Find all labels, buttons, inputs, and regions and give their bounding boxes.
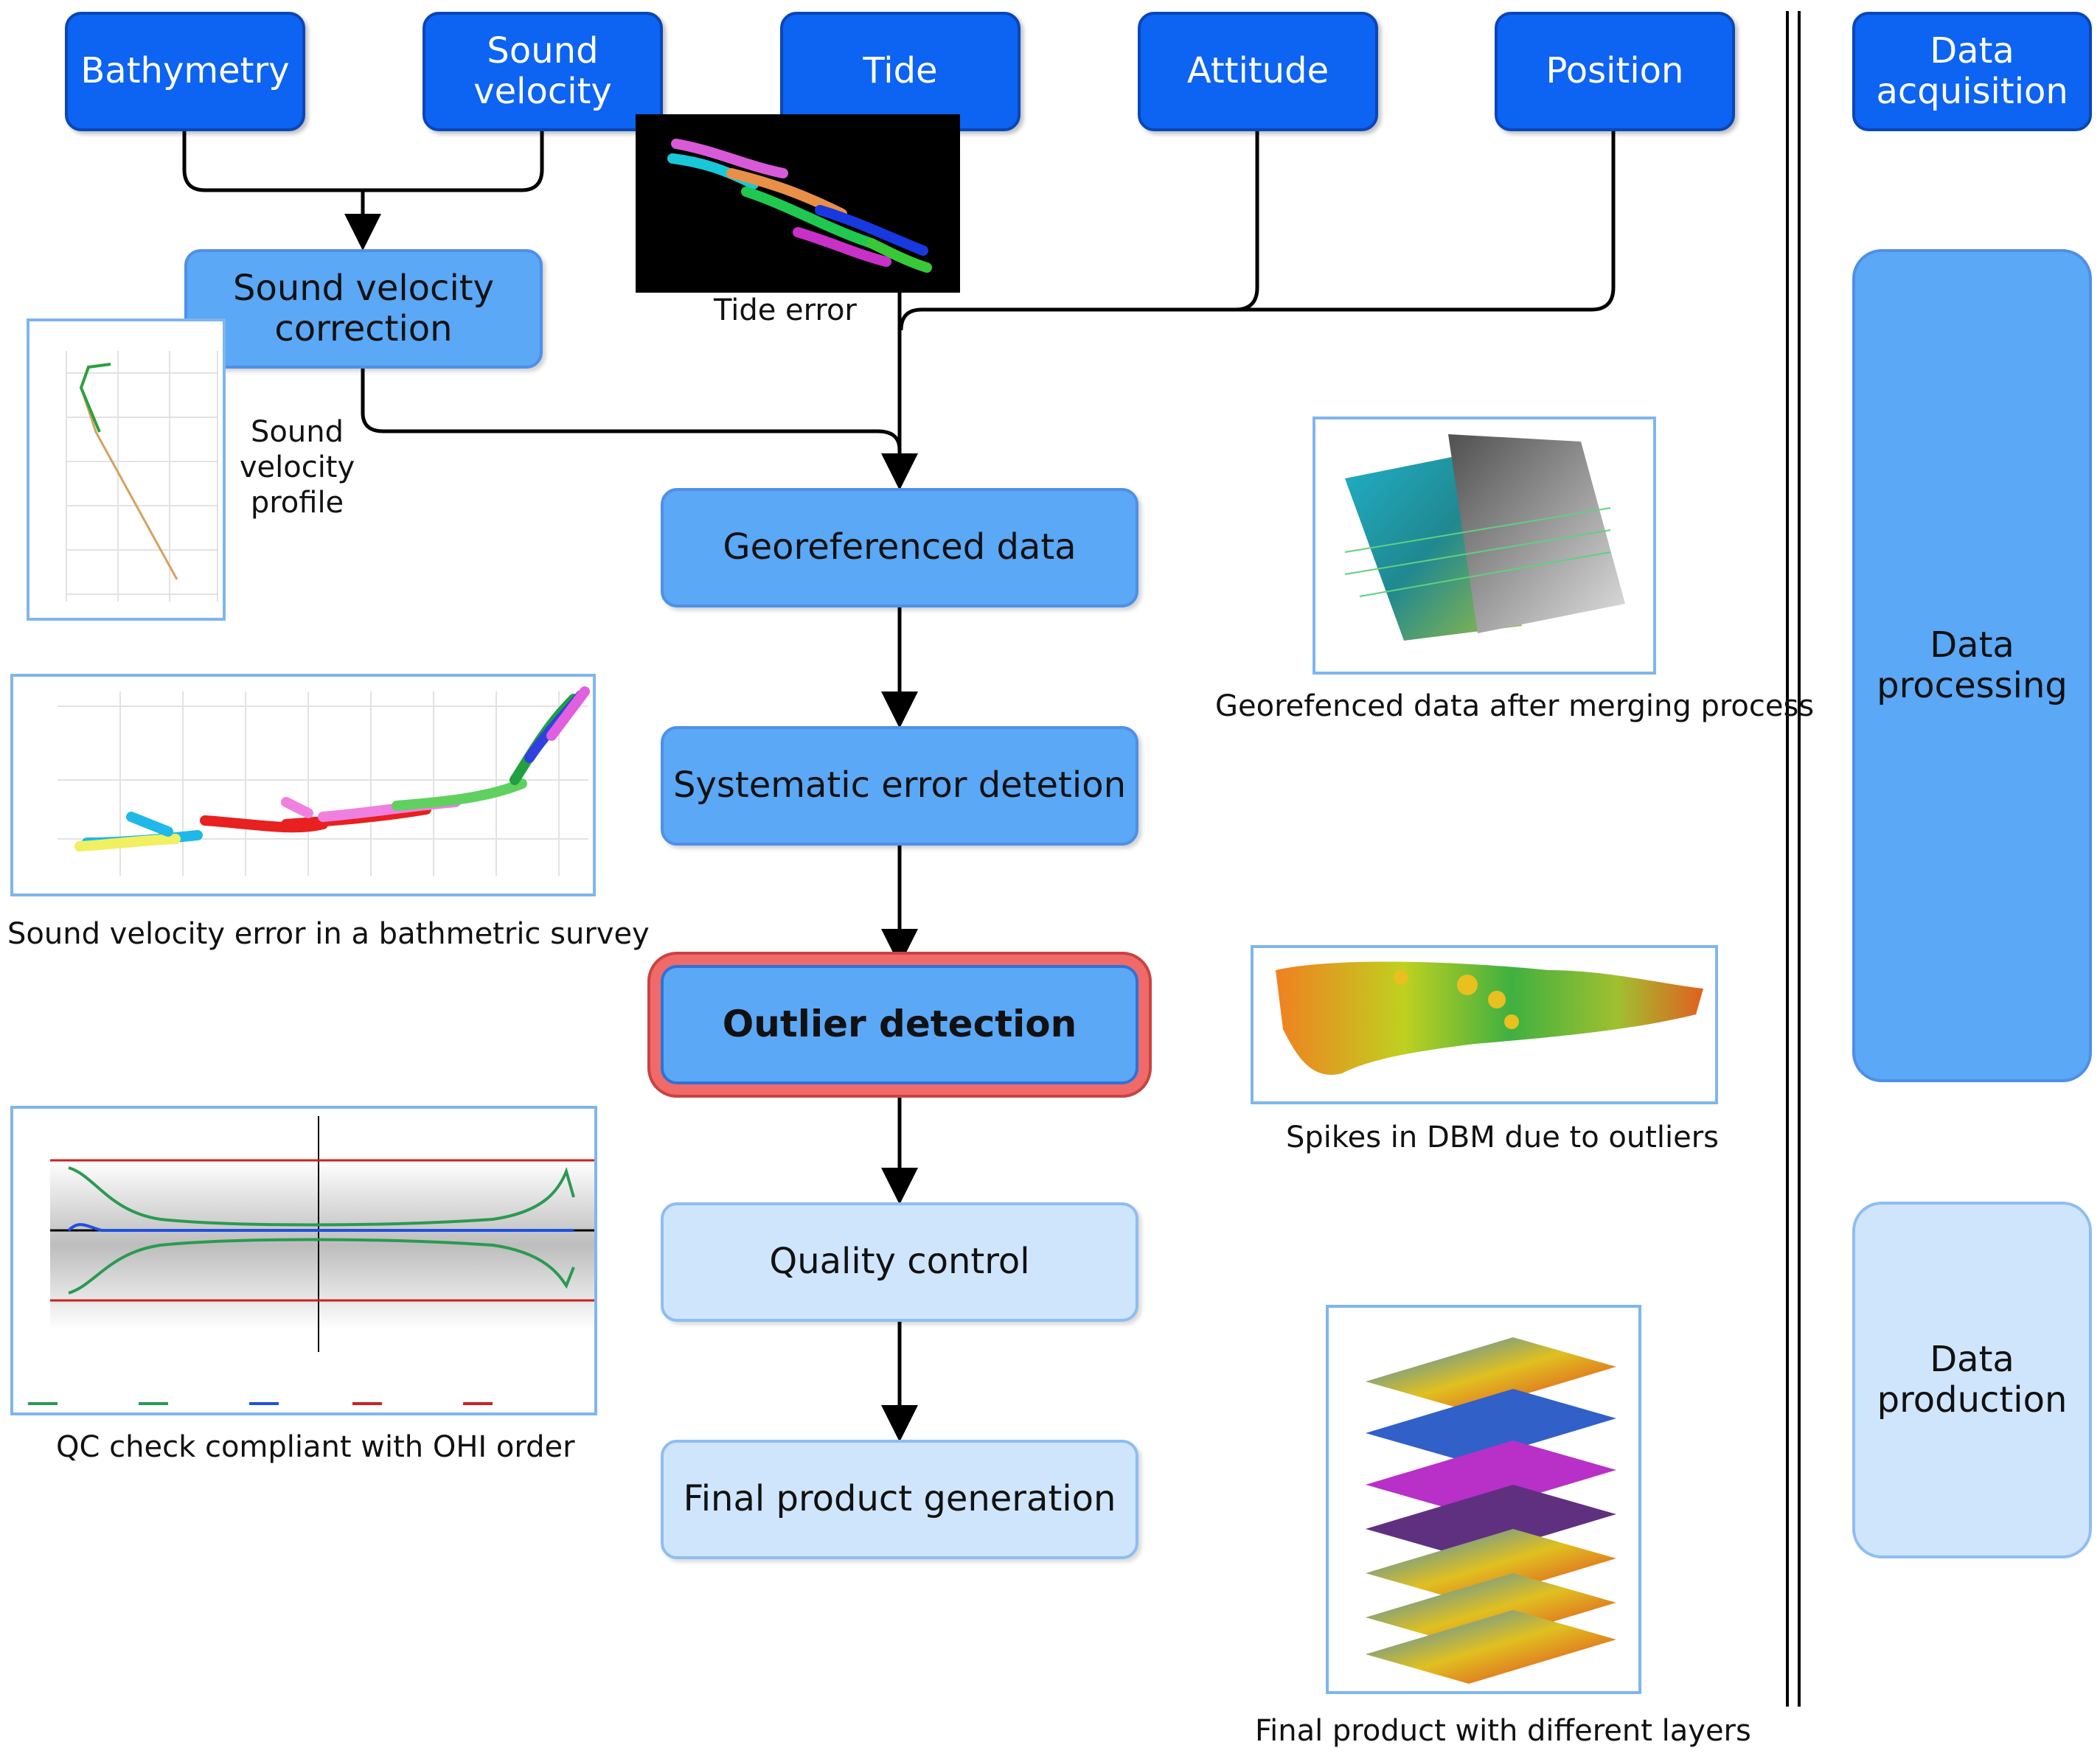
caption-final-product-layers: Final product with different layers	[1255, 1714, 1751, 1748]
qc-check-image	[10, 1106, 597, 1415]
input-attitude: Attitude	[1138, 12, 1378, 131]
step-georeferenced-data: Georeferenced data	[661, 488, 1138, 607]
final-product-layers-image	[1326, 1305, 1641, 1694]
caption-sound-velocity-profile: Sound velocity profile	[239, 415, 355, 520]
georeferenced-merge-image	[1312, 417, 1656, 675]
tide-error-image	[636, 114, 960, 293]
phase-data-acquisition: Data acquisition	[1852, 12, 2092, 131]
step-outlier-detection: Outlier detection	[661, 965, 1138, 1084]
connector-sv-correction	[361, 367, 902, 450]
phase-data-production: Data production	[1852, 1202, 2092, 1558]
step-final-product-generation: Final product generation	[661, 1440, 1138, 1559]
caption-tide-error: Tide error	[714, 293, 857, 327]
spikes-dbm-image	[1251, 945, 1718, 1104]
caption-qc-check: QC check compliant with OHI order	[56, 1430, 575, 1464]
caption-spikes-dbm: Spikes in DBM due to outliers	[1286, 1121, 1720, 1154]
input-bathymetry: Bathymetry	[65, 12, 305, 131]
sound-velocity-profile-image	[27, 318, 226, 621]
step-quality-control: Quality control	[661, 1202, 1138, 1322]
connector-position	[1235, 131, 1616, 312]
step-sound-velocity-correction: Sound velocity correction	[184, 249, 543, 369]
sound-velocity-error-image	[10, 674, 596, 896]
caption-georeferenced-merge: Georefenced data after merging process	[1215, 689, 1815, 723]
phase-data-processing: Data processing	[1852, 249, 2092, 1082]
connector-sound-velocity	[363, 131, 544, 192]
step-systematic-error-detection: Systematic error detetion	[661, 726, 1138, 846]
input-position: Position	[1495, 12, 1735, 131]
input-tide: Tide	[780, 12, 1021, 131]
input-sound-velocity: Sound velocity	[423, 12, 663, 131]
caption-sound-velocity-error: Sound velocity error in a bathmetric sur…	[7, 917, 650, 951]
connector-bathymetry	[182, 131, 363, 192]
